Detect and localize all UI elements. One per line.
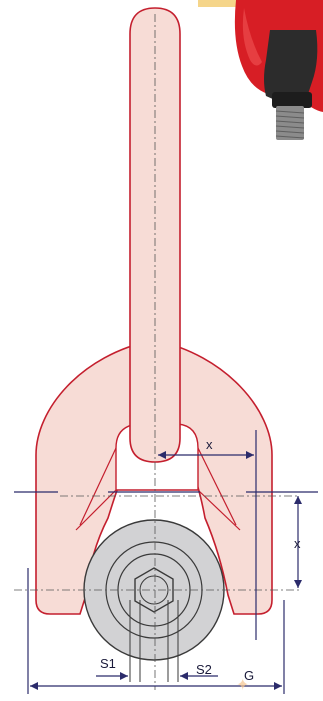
photo-thread-lines bbox=[275, 110, 305, 139]
axis-lines bbox=[14, 14, 300, 690]
product-photo bbox=[234, 0, 323, 140]
x-right-label: x bbox=[294, 536, 301, 551]
s2-label: S2 bbox=[196, 662, 212, 677]
arrow-heads bbox=[30, 451, 302, 690]
hex-center-circle bbox=[139, 575, 169, 605]
g-label: G bbox=[244, 668, 254, 683]
dimension-lines bbox=[14, 430, 318, 694]
hex-socket bbox=[134, 567, 174, 613]
x-upper-label: x bbox=[206, 437, 213, 452]
s1-label: S1 bbox=[100, 656, 116, 671]
bolt-lines bbox=[129, 600, 179, 682]
accent-strip bbox=[198, 0, 240, 7]
photo-red-highlight bbox=[242, 8, 262, 66]
photo-bolt-collar bbox=[272, 92, 312, 108]
photo-dark-body bbox=[264, 30, 318, 104]
inner-shoulder-lines bbox=[75, 447, 241, 531]
watermark-mark: ✦ bbox=[236, 677, 249, 694]
